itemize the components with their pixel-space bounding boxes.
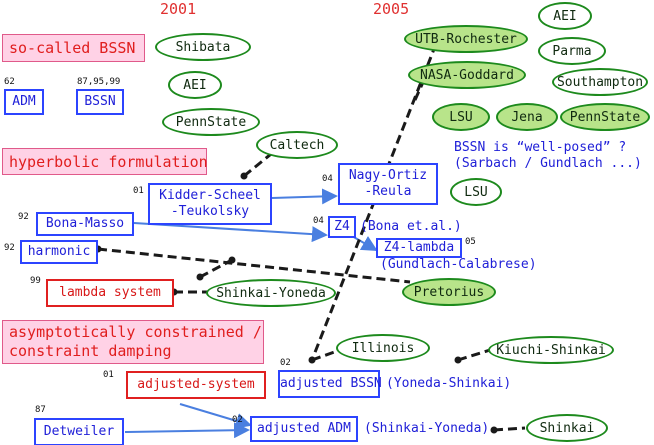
year-label-harmonic: 92 xyxy=(4,243,15,253)
box-adjusted-adm: adjusted ADM xyxy=(250,416,358,442)
oval-shibata: Shibata xyxy=(155,33,251,61)
year-2001-label: 2001 xyxy=(160,0,197,18)
dash-dot xyxy=(454,356,462,364)
dash-kiuchi xyxy=(457,348,491,362)
dash-dot xyxy=(228,256,236,264)
oval-shinkai-yoneda: Shinkai-Yoneda xyxy=(206,279,336,307)
note-adjusted-adm: (Shinkai-Yoneda) xyxy=(364,421,490,436)
year-label-adm: 62 xyxy=(4,77,15,87)
nor-line2: -Reula xyxy=(364,184,412,199)
year-label-bssn: 87,95,99 xyxy=(77,77,121,87)
dash-dot xyxy=(490,426,498,434)
year-label-adjusted-bssn: 02 xyxy=(280,358,291,368)
oval-lsu-top: LSU xyxy=(432,103,490,131)
oval-pennstate-right: PennState xyxy=(560,103,650,131)
box-adjusted-system: adjusted-system xyxy=(126,371,266,399)
oval-aei-right: AEI xyxy=(538,2,592,30)
arrow-detweiler-to-adjusted-adm xyxy=(124,422,250,439)
oval-southampton: Southampton xyxy=(552,68,648,96)
kst-line2: -Teukolsky xyxy=(170,204,250,219)
oval-caltech: Caltech xyxy=(256,131,338,159)
kst-line1: Kidder-Scheel xyxy=(159,188,261,203)
box-nagy-ortiz-reula: Nagy-Ortiz -Reula xyxy=(338,163,438,205)
dash-dot xyxy=(196,273,204,281)
box-bssn: BSSN xyxy=(76,89,124,115)
year-label-adjusted-system: 01 xyxy=(103,370,114,380)
box-harmonic: harmonic xyxy=(20,240,98,264)
oval-nasa-goddard: NASA-Goddard xyxy=(408,61,526,89)
section-asymptotic-line2: constraint damping xyxy=(9,342,172,360)
nor-line1: Nagy-Ortiz xyxy=(348,168,428,183)
box-lambda-system: lambda system xyxy=(46,279,174,307)
note-adjusted-bssn: (Yoneda-Shinkai) xyxy=(386,376,512,391)
year-label-bona-masso: 92 xyxy=(18,212,29,222)
arrow-bonamasso-to-z4 xyxy=(133,222,328,243)
year-label-nor: 04 xyxy=(322,174,333,184)
oval-shinkai: Shinkai xyxy=(526,414,608,442)
note-well-posed-line2: (Sarbach / Gundlach ...) xyxy=(454,156,642,171)
oval-kiuchi-shinkai: Kiuchi-Shinkai xyxy=(488,336,614,364)
year-label-z4: 04 xyxy=(313,216,324,226)
arrow-z4-to-z4lambda xyxy=(351,235,378,252)
year-label-adjusted-adm: 02 xyxy=(232,415,243,425)
oval-pretorius: Pretorius xyxy=(402,278,496,306)
box-bona-masso: Bona-Masso xyxy=(36,212,134,236)
arrow-adjusted-system-to-adjusted-adm xyxy=(179,403,252,429)
oval-jena: Jena xyxy=(496,103,558,131)
oval-illinois: Illinois xyxy=(336,334,430,362)
year-label-kst: 01 xyxy=(133,186,144,196)
year-label-z4-lambda: 05 xyxy=(465,237,476,247)
year-label-lambda: 99 xyxy=(30,276,41,286)
box-detweiler: Detweiler xyxy=(34,418,124,445)
dash-shinkai xyxy=(493,426,526,432)
note-z4-bona: (Bona et.al.) xyxy=(360,219,462,234)
year-label-detweiler: 87 xyxy=(35,405,46,415)
oval-utb-rochester: UTB-Rochester xyxy=(404,25,528,53)
dash-harmonic-pretorius xyxy=(97,247,411,284)
note-z4-lambda: (Gundlach-Calabrese) xyxy=(380,257,537,272)
dash-illinois xyxy=(311,348,341,362)
section-asymptotic-line1: asymptotically constrained / xyxy=(9,323,262,341)
year-2005-label: 2005 xyxy=(373,0,410,18)
oval-parma: Parma xyxy=(538,37,606,65)
dash-lambda-to-harmonic xyxy=(199,258,233,279)
oval-lsu-mid: LSU xyxy=(450,178,502,206)
note-well-posed-line1: BSSN is “well-posed” ? xyxy=(454,140,627,155)
section-so-called-bssn: so-called BSSN xyxy=(2,34,145,62)
box-kidder-scheel-teukolsky: Kidder-Scheel -Teukolsky xyxy=(148,183,272,225)
dash-dot xyxy=(240,172,248,180)
dash-dot xyxy=(308,356,316,364)
box-z4-lambda: Z4-lambda xyxy=(376,238,462,258)
arrow-kst-to-nor xyxy=(271,188,338,205)
box-adjusted-bssn: adjusted BSSN xyxy=(278,370,382,398)
note-well-posed: BSSN is “well-posed” ? (Sarbach / Gundla… xyxy=(454,140,642,172)
section-asymptotically-constrained: asymptotically constrained / constraint … xyxy=(2,320,264,364)
section-hyperbolic-formulation: hyperbolic formulation xyxy=(2,148,208,175)
box-adm: ADM xyxy=(4,89,44,115)
oval-aei-left: AEI xyxy=(168,71,222,99)
box-z4: Z4 xyxy=(328,216,356,238)
oval-pennstate-left: PennState xyxy=(162,108,260,136)
